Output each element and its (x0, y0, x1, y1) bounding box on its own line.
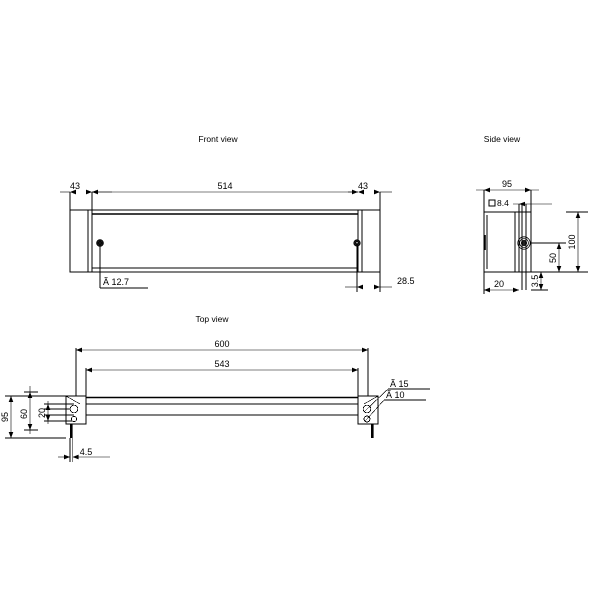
top-dim-label-95: 95 (0, 412, 10, 422)
side-view-group: 95 8.4 20 (476, 179, 588, 294)
side-dim-label-3-5: 3.5 (530, 275, 540, 288)
side-dim-100 (566, 211, 588, 273)
top-view-right-hole-small (363, 415, 371, 423)
side-view-hub-hole (517, 236, 531, 250)
front-view-right-flange (361, 209, 381, 273)
top-dim-95 (5, 395, 66, 439)
side-view-title: Side view (484, 134, 521, 144)
top-dim-4-5 (58, 438, 110, 462)
front-dim-left-43 (60, 189, 112, 272)
top-dim-label-600: 600 (214, 339, 229, 349)
side-dim-50 (530, 242, 566, 273)
front-hole-callout-label: Ã 12.7 (103, 277, 129, 287)
side-dim-label-95: 95 (502, 179, 512, 189)
front-dim-28-5 (345, 243, 392, 292)
side-dim-label-20: 20 (494, 279, 504, 289)
top-dim-label-20: 20 (37, 408, 47, 418)
front-hole-callout-leader (99, 243, 148, 289)
side-square-hole-leader (513, 201, 552, 290)
top-hole-callout-small-leader (366, 399, 426, 420)
side-dim-95 (476, 187, 539, 212)
front-view-left-flange (69, 209, 89, 273)
top-hole-callout-small-label: Ã 10 (386, 390, 405, 400)
side-square-hole-label: 8.4 (497, 198, 509, 208)
side-dim-3-5 (531, 271, 548, 291)
top-dim-20 (44, 401, 74, 424)
front-dim-label-right-43: 43 (358, 181, 368, 191)
top-dim-543 (85, 367, 359, 397)
top-dim-label-60: 60 (19, 409, 29, 419)
front-dim-label-28-5: 28.5 (397, 276, 415, 286)
front-dim-label-left-43: 43 (70, 181, 80, 191)
top-hole-callout-large-leader (366, 388, 430, 410)
top-dim-600 (75, 347, 369, 396)
top-view-right-tab (371, 424, 374, 438)
top-view-right-bracket-chamfer (363, 395, 379, 405)
square-symbol-icon (488, 199, 496, 207)
top-view-left-bracket (65, 395, 87, 425)
front-view-body (69, 209, 381, 273)
front-view-group: 43 514 43 Ã 12.7 (60, 181, 415, 292)
front-dim-right-43 (348, 189, 392, 210)
top-view-group: 600 543 95 (0, 339, 430, 462)
top-view-left-bracket-chamfer (65, 395, 81, 405)
top-hole-callout-large-label: Ã 15 (390, 379, 409, 389)
top-view-left-hole-large (69, 404, 79, 414)
top-view-left-tab (70, 424, 73, 438)
front-dim-label-514: 514 (217, 181, 232, 191)
side-dim-label-50: 50 (548, 253, 558, 263)
top-dim-label-4-5: 4.5 (80, 447, 93, 457)
top-view-title: Top view (195, 314, 229, 324)
top-dim-label-543: 543 (214, 359, 229, 369)
top-view-right-hole-large (362, 404, 372, 414)
side-dim-20 (483, 272, 519, 294)
side-view-body (483, 211, 532, 273)
side-dim-label-100: 100 (567, 234, 577, 249)
top-dim-60 (24, 386, 38, 434)
top-view-left-hole-small (71, 415, 78, 422)
front-view-title: Front view (198, 134, 238, 144)
